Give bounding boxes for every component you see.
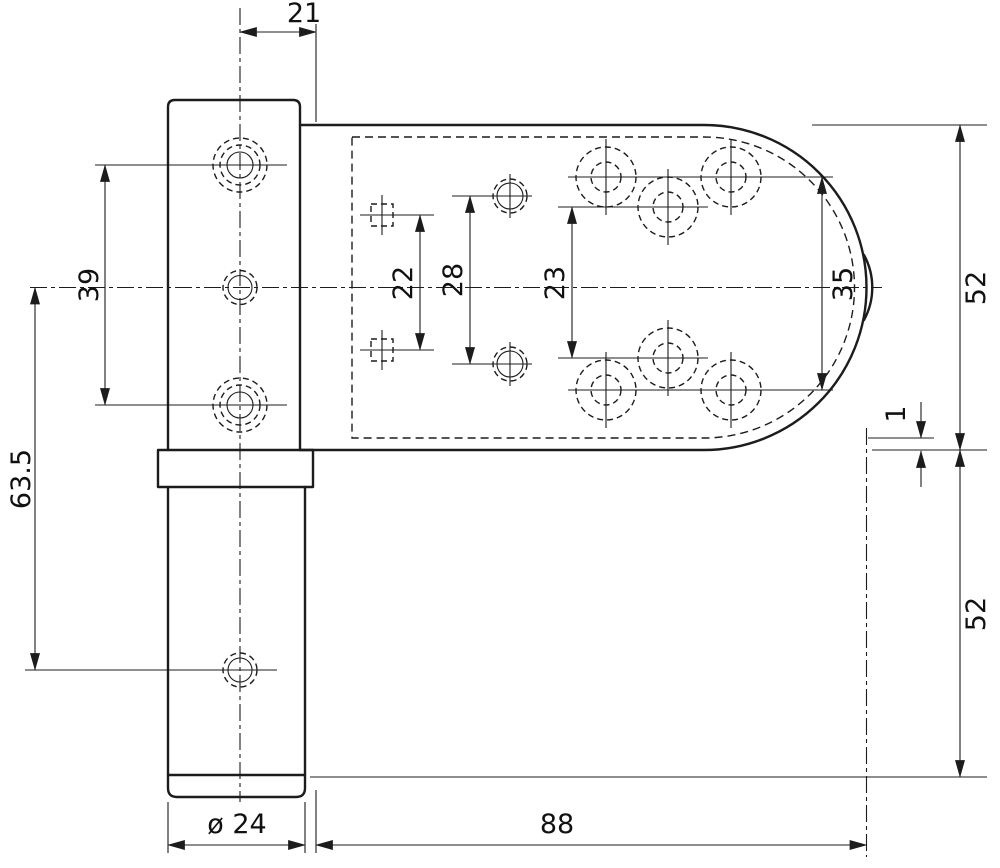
- cluster-hole-dashed-circle: [637, 176, 699, 238]
- dimension-label: 52: [961, 597, 992, 631]
- dimension-label: 52: [961, 271, 992, 305]
- dimension-88: 88: [315, 790, 868, 853]
- countersink-dashed-circle: [219, 144, 261, 186]
- plate-center-hole-bottom: [452, 342, 532, 386]
- dimension-label: 88: [540, 809, 574, 840]
- dimension-label: 35: [828, 267, 859, 301]
- countersink-dashed-circle: [212, 137, 268, 193]
- dimension-21: 21: [239, 0, 321, 122]
- hole-cluster-top: [558, 139, 833, 245]
- leaf-hole-middle: [222, 269, 258, 306]
- hole-circle: [496, 182, 524, 210]
- dimension-label: 39: [74, 268, 105, 302]
- hole-circle: [226, 391, 254, 419]
- plate-slot-bottom: [360, 330, 434, 370]
- dimension-1: 1: [868, 402, 934, 487]
- hole-dashed-circle: [492, 178, 528, 214]
- cluster-hole-dashed-circle: [700, 359, 762, 421]
- cluster-hole-dashed-circle: [652, 191, 684, 223]
- plate-slot-top: [360, 195, 434, 235]
- cluster-hole-dashed-circle: [637, 327, 699, 389]
- cluster-hole-dashed-circle: [715, 374, 747, 406]
- cluster-hole-dashed-circle: [590, 374, 622, 406]
- dimension-diameter-24: ø 24: [167, 802, 306, 853]
- cluster-hole-dashed-circle: [590, 161, 622, 193]
- dimension-label: 1: [881, 405, 912, 422]
- barrel-hole: [25, 652, 277, 688]
- leaf-hole-top: [95, 137, 287, 193]
- dimension-22: 22: [388, 214, 425, 351]
- dimension-63-5: 63.5: [6, 286, 40, 671]
- cluster-hole-dashed-circle: [652, 342, 684, 374]
- hinge-collar: [156, 448, 315, 489]
- countersink-dashed-circle: [222, 652, 258, 688]
- dimension-52-lower: 52: [310, 449, 992, 778]
- dimension-label: 23: [540, 266, 571, 300]
- dimension-label: 28: [438, 263, 469, 297]
- dimension-label: 63.5: [6, 449, 37, 509]
- cluster-hole-dashed-circle: [700, 146, 762, 208]
- hole-circle: [496, 350, 524, 378]
- dimension-52-upper: 52: [812, 124, 992, 451]
- hole-circle: [226, 151, 254, 179]
- countersink-dashed-circle: [222, 269, 258, 306]
- centerlines: [30, 8, 882, 857]
- plate-center-hole-top: [452, 174, 532, 218]
- hole-cluster-bottom: [558, 320, 833, 428]
- hole-dashed-circle: [492, 346, 528, 382]
- dimension-label: 22: [388, 266, 419, 300]
- dimension-39: 39: [74, 164, 110, 406]
- barrel-bottom-cap: [166, 773, 307, 799]
- hole-circle: [227, 274, 253, 301]
- cluster-hole-dashed-circle: [715, 161, 747, 193]
- dimension-label: ø 24: [207, 809, 266, 840]
- countersink-dashed-circle: [212, 377, 268, 433]
- dimension-35: 35: [817, 176, 859, 391]
- dimension-label: 21: [287, 0, 321, 29]
- dimension-28: 28: [438, 195, 475, 365]
- dimension-23: 23: [540, 206, 577, 359]
- hinge-body: [156, 98, 874, 799]
- cluster-hole-dashed-circle: [575, 359, 637, 421]
- hole-circle: [227, 657, 253, 683]
- hinge-leaf-outline: [166, 98, 302, 452]
- cluster-hole-dashed-circle: [575, 146, 637, 208]
- countersink-dashed-circle: [219, 384, 261, 426]
- leaf-hole-bottom: [95, 377, 287, 433]
